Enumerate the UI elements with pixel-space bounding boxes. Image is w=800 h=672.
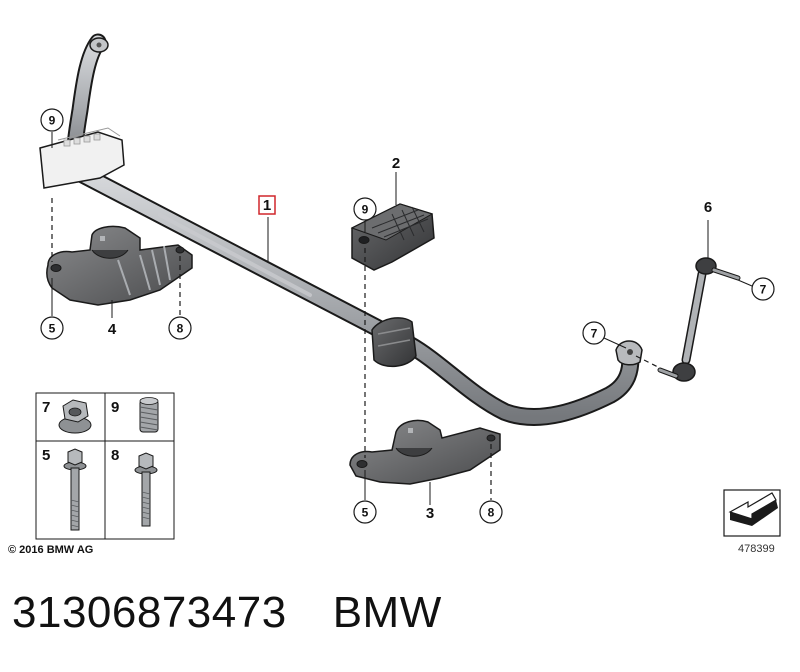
bubble-7-bar-end[interactable]: 7 [582, 321, 606, 345]
bubble-9-left[interactable]: 9 [40, 108, 64, 132]
callout-4-label[interactable]: 4 [108, 321, 117, 338]
svg-text:5: 5 [362, 506, 369, 520]
upper-clamp [350, 172, 435, 271]
svg-text:8: 8 [177, 322, 184, 336]
svg-text:7: 7 [42, 399, 50, 416]
hardware-legend: 7 9 5 [35, 392, 175, 540]
callout-1-label: 1 [263, 197, 271, 214]
direction-arrow-icon [728, 492, 778, 526]
copyright-text: © 2016 BMW AG [8, 544, 93, 556]
svg-text:9: 9 [49, 114, 56, 128]
left-rubber-mount [39, 127, 125, 189]
brand-name: BMW [332, 588, 442, 637]
short-hex-bolt-icon [134, 452, 158, 527]
svg-text:5: 5 [49, 322, 56, 336]
svg-text:8: 8 [111, 447, 119, 464]
part-number: 31306873473 [12, 588, 287, 637]
right-bracket [349, 419, 501, 485]
svg-text:5: 5 [42, 447, 50, 464]
long-hex-bolt-icon [63, 448, 87, 531]
bubble-7-link[interactable]: 7 [751, 277, 775, 301]
reference-box: 478399 [723, 489, 781, 555]
callout-2-label[interactable]: 2 [392, 155, 400, 172]
diagram-ref-number: 478399 [738, 543, 775, 555]
left-leaders [51, 132, 181, 318]
bubble-8-left[interactable]: 8 [168, 316, 192, 340]
hex-flange-nut-icon [58, 399, 92, 434]
bubble-9-center[interactable]: 9 [353, 197, 377, 221]
bubble-8-center[interactable]: 8 [479, 500, 503, 524]
part-caption: 31306873473 BMW [12, 588, 442, 638]
legend-cell-8[interactable]: 8 [111, 447, 158, 527]
legend-cell-5[interactable]: 5 [42, 447, 87, 531]
callout-6-label[interactable]: 6 [704, 199, 712, 216]
threaded-insert-icon [139, 397, 159, 433]
svg-text:7: 7 [760, 283, 767, 297]
svg-text:8: 8 [488, 506, 495, 520]
svg-text:7: 7 [591, 327, 598, 341]
center-rubber-bushing [371, 317, 417, 368]
bubble-5-left[interactable]: 5 [40, 316, 64, 340]
coupling-link [603, 220, 753, 382]
svg-text:9: 9 [362, 203, 369, 217]
legend-cell-7[interactable]: 7 [42, 399, 92, 434]
center-leaders [364, 222, 492, 505]
left-bracket [46, 225, 193, 306]
bubble-5-center[interactable]: 5 [353, 500, 377, 524]
callout-3-label[interactable]: 3 [426, 505, 434, 522]
svg-text:9: 9 [111, 399, 119, 416]
legend-cell-9[interactable]: 9 [111, 397, 159, 433]
callout-1[interactable]: 1 [258, 195, 276, 262]
